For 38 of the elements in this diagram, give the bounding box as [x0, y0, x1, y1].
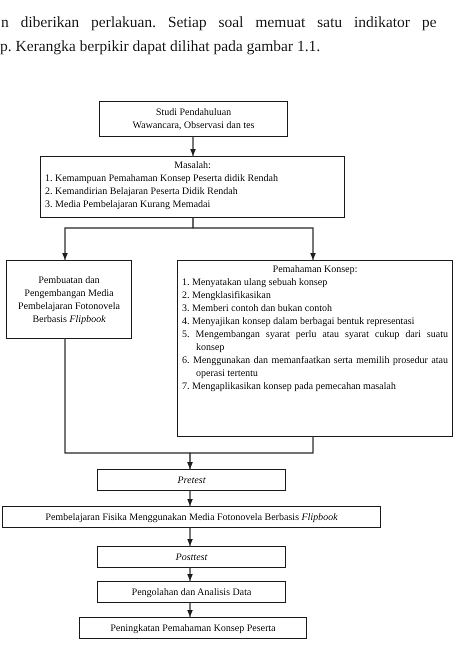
list-item: 2. Mengklasifikasikan — [182, 289, 272, 302]
list-item: 5. Mengembangan syarat perlu atau syarat cukup dari suatu konsep — [182, 328, 448, 354]
list-item: 7. Mengaplikasikan konsep pada pemecahan masalah — [182, 380, 397, 393]
box-text: Pengolahan dan Analisis Data — [130, 586, 252, 598]
list-item: 1. Menyatakan ulang sebuah konsep — [182, 276, 328, 289]
process-box — [97, 546, 286, 568]
arrow — [192, 218, 316, 260]
box-heading: Masalah: — [173, 159, 212, 172]
arrow — [187, 568, 193, 581]
list-item: 2. Kemandirian Belajaran Peserta Didik Rendah — [45, 185, 239, 198]
list-item: 4. Menyajikan konsep dalam berbagai bentuk representasi — [182, 315, 416, 328]
paragraph-text: n diberikan perlakuan. Setiap soal memuat satu indikator pe — [1, 14, 436, 32]
list-item: 1. Kemampuan Pemahaman Konsep Peserta didik Rendah — [45, 172, 279, 185]
process-box — [6, 260, 132, 339]
arrow — [190, 137, 196, 156]
box-text: Peningkatan Pemahaman Konsep Peserta — [109, 622, 277, 634]
box-text: Pembelajaran Fisika Menggunakan Media Fotonovela Berbasis Flipbook — [44, 510, 339, 524]
process-box — [79, 617, 307, 639]
process-box — [40, 156, 345, 218]
box-text: Pretest — [176, 474, 207, 486]
box-text: Studi Pendahuluan — [154, 106, 232, 119]
arrow — [187, 437, 314, 469]
process-box — [2, 506, 381, 528]
process-box — [99, 101, 288, 137]
box-heading: Pemahaman Konsep: — [272, 263, 358, 276]
box-text: Pembuatan dan Pengembangan Media Pembelajaran Fotonovela Berbasis Flipbook — [17, 274, 121, 326]
box-text: Wawancara, Observasi dan tes — [132, 119, 256, 132]
arrow — [187, 528, 193, 546]
list-item: 3. Media Pembelajaran Kurang Memadai — [45, 198, 212, 211]
list-item: 3. Memberi contoh dan bukan contoh — [182, 302, 333, 315]
list-item: 6. Menggunakan dan memanfaatkan serta memilih prosedur atau operasi tertentu — [182, 354, 448, 380]
arrow — [187, 491, 193, 506]
process-box — [97, 581, 286, 603]
process-box — [177, 260, 453, 437]
box-text: Posttest — [174, 550, 208, 564]
arrow — [187, 603, 193, 617]
process-box — [97, 469, 286, 491]
paragraph-text: p. Kerangka berpikir dapat dilihat pada gambar 1.1. — [0, 38, 320, 56]
